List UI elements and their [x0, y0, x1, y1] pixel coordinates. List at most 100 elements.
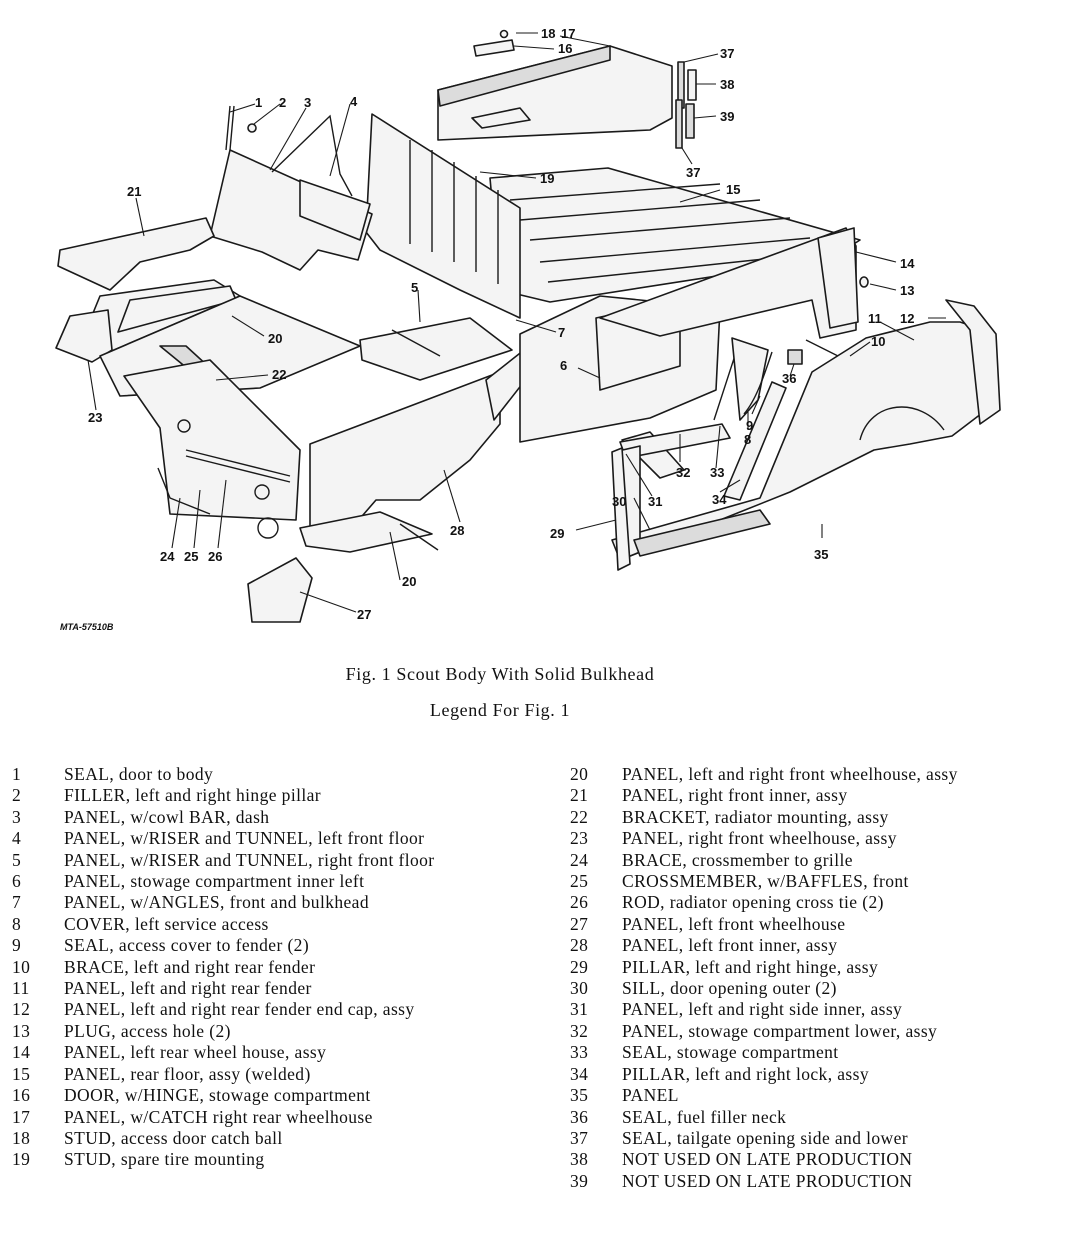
legend-item: 11 PANEL, left and right rear fender: [12, 978, 560, 999]
part-5-right-front-floor: [359, 317, 513, 381]
callout-10: 10: [871, 334, 885, 349]
legend-item-description: PANEL, w/CATCH right rear wheelhouse: [64, 1106, 373, 1127]
legend-item-description: PANEL, left and right rear fender end ca…: [64, 999, 415, 1020]
legend-item-description: PANEL, left and right rear fender: [64, 978, 312, 999]
legend-item-number: 25: [570, 871, 589, 892]
callout-39: 39: [720, 109, 734, 124]
legend-item-number: 30: [570, 978, 589, 999]
legend-item-description: PANEL, left and right front wheelhouse, …: [622, 764, 958, 784]
legend-item-description: PANEL, w/RISER and TUNNEL, left front fl…: [64, 828, 425, 849]
callout-1: 1: [255, 95, 262, 110]
legend-item-description: NOT USED ON LATE PRODUCTION: [622, 1149, 913, 1170]
legend-item-description: PANEL, stowage compartment inner left: [64, 871, 365, 892]
callout-37-lower: 37: [686, 165, 700, 180]
legend-item-description: NOT USED ON LATE PRODUCTION: [622, 1170, 913, 1191]
legend-item-description: BRACE, left and right rear fender: [64, 956, 316, 977]
part-1-door-seal: [225, 105, 235, 151]
legend-item-description: SEAL, access cover to fender (2): [64, 935, 310, 956]
part-15-rear-floor: [489, 167, 861, 303]
legend-item-number: 29: [570, 956, 589, 977]
callout-26: 26: [208, 549, 222, 564]
legend-item-description: CROSSMEMBER, w/BAFFLES, front: [622, 871, 909, 892]
legend-item-description: BRACKET, radiator mounting, assy: [622, 806, 889, 827]
legend-item-number: 2: [12, 785, 22, 806]
legend-item-number: 22: [570, 806, 589, 827]
exploded-body-drawing: 1 2 3 4 5 6 7 8 9 10 11 12 13 14 15 16 1…: [55, 26, 1001, 632]
legend-item: 22 BRACKET, radiator mounting, assy: [570, 807, 1090, 828]
part-20-front-wheelhouse-upper: [81, 279, 241, 357]
part-7-bulkhead: [365, 113, 521, 319]
legend-item-number: 20: [570, 764, 589, 784]
part-4-left-front-floor: [271, 114, 371, 241]
legend-item: 17 PANEL, w/CATCH right rear wheelhouse: [12, 1107, 560, 1128]
callout-30: 30: [612, 494, 626, 509]
part-24-grille-brace: [157, 467, 211, 515]
legend-item-description: FILLER, left and right hinge pillar: [64, 785, 322, 806]
legend-item-description: SEAL, fuel filler neck: [622, 1106, 787, 1127]
part-25-front-crossmember: [123, 359, 301, 539]
part-20-front-wheelhouse-lower: [299, 511, 439, 553]
part-17-rear-wheelhouse-panel: [437, 45, 673, 141]
callout-9: 9: [746, 418, 753, 433]
part-9-access-seal: [743, 351, 773, 415]
callout-6: 6: [560, 358, 567, 373]
callout-28: 28: [450, 523, 464, 538]
part-21-right-front-inner: [57, 217, 215, 291]
legend-item-description: STUD, access door catch ball: [64, 1127, 283, 1148]
legend-item-number: 24: [570, 849, 589, 870]
part-13-access-plug: [859, 276, 869, 288]
legend-item-number: 9: [12, 935, 22, 956]
legend-item-description: PILLAR, left and right lock, assy: [622, 1063, 869, 1084]
legend-item-number: 13: [12, 1020, 31, 1041]
legend-item: 2 FILLER, left and right hinge pillar: [12, 785, 560, 806]
legend-item: 18 STUD, access door catch ball: [12, 1128, 560, 1149]
legend-item-number: 19: [12, 1149, 31, 1170]
legend-item-number: 16: [12, 1085, 31, 1106]
legend-item-description: PANEL, right front inner, assy: [622, 785, 848, 806]
part-14-left-rear-wheelhouse: [599, 227, 859, 339]
callout-11: 11: [868, 311, 882, 326]
legend-item-number: 31: [570, 999, 589, 1020]
legend-item-description: PANEL, right front wheelhouse, assy: [622, 828, 897, 849]
callout-18: 18: [541, 26, 555, 41]
part-38-strip: [687, 69, 697, 101]
legend-item-description: PANEL, left and right side inner, assy: [622, 999, 903, 1020]
figure-caption: Fig. 1 Scout Body With Solid Bulkhead: [345, 664, 655, 684]
callout-17: 17: [561, 26, 575, 41]
legend-item-number: 33: [570, 1042, 589, 1063]
callout-7: 7: [558, 325, 565, 340]
legend-item-description: PANEL, left rear wheel house, assy: [64, 1042, 327, 1063]
legend-title: Legend For Fig. 1: [429, 700, 571, 720]
legend-item-number: 18: [12, 1127, 31, 1148]
legend-item-description: ROD, radiator opening cross tie (2): [622, 892, 884, 913]
callout-25: 25: [184, 549, 198, 564]
part-39-strip: [685, 103, 695, 139]
legend-item-number: 27: [570, 913, 589, 934]
figure-code: MTA-57510B: [60, 622, 114, 632]
part-34-lock-pillar: [723, 381, 787, 501]
legend-item-number: 11: [12, 978, 30, 999]
legend-item-number: 10: [12, 956, 31, 977]
legend-item-description: SEAL, door to body: [64, 764, 214, 784]
legend-item-number: 39: [570, 1170, 589, 1191]
callout-12: 12: [900, 311, 914, 326]
part-3-dash-panel: [209, 149, 373, 271]
legend-item-number: 15: [12, 1063, 31, 1084]
legend-item-number: 17: [12, 1106, 31, 1127]
callout-15: 15: [726, 182, 740, 197]
legend-item: 31 PANEL, left and right side inner, assy: [570, 999, 1090, 1020]
legend-item-description: PANEL, w/RISER and TUNNEL, right front f…: [64, 849, 435, 870]
